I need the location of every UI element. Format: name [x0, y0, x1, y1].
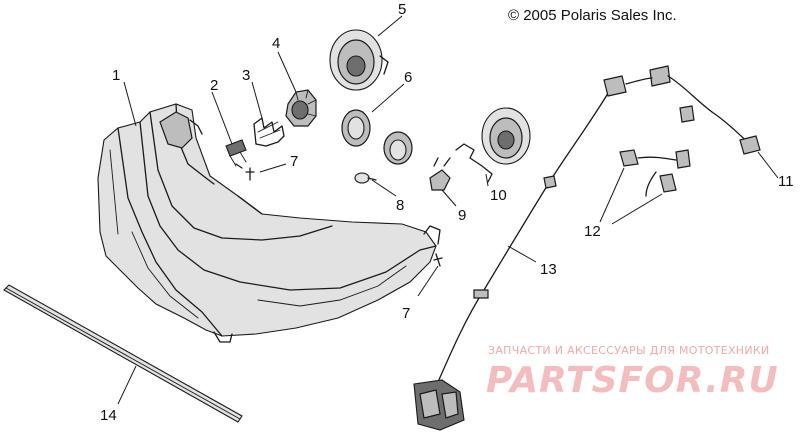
callout-7-lower: 7	[402, 305, 410, 322]
callout-5: 5	[398, 1, 406, 18]
callout-11: 11	[778, 173, 794, 190]
leader-lines	[117, 15, 779, 405]
part-6-retaining-ring-2	[383, 131, 413, 165]
part-9-bulb-socket	[429, 157, 451, 191]
part-7-screw-2	[433, 253, 443, 267]
callout-1: 1	[112, 67, 120, 84]
part-8-bulb	[354, 172, 377, 184]
part-3-spring	[253, 117, 285, 147]
part-1-headlight-housing	[97, 103, 441, 343]
callout-12: 12	[584, 223, 601, 240]
callout-9: 9	[458, 207, 466, 224]
callout-3: 3	[242, 67, 250, 84]
part-2-adjuster-screw	[225, 139, 247, 167]
callout-4: 4	[272, 35, 280, 52]
part-12-socket-pigtail-2	[645, 171, 677, 197]
part-11-connector	[603, 65, 761, 155]
callout-7: 7	[290, 153, 298, 170]
part-10-clip	[455, 143, 493, 183]
watermark-logo: PARTSFOR.RU	[486, 360, 779, 401]
part-13-wiring-harness	[437, 89, 611, 383]
part-5-lamp-reflector-2	[481, 107, 531, 165]
watermark-tagline: ЗАПЧАСТИ И АКСЕССУАРЫ ДЛЯ МОТОТЕХНИКИ	[488, 344, 770, 357]
callout-14: 14	[100, 407, 117, 424]
part-6-retaining-ring	[341, 109, 371, 147]
part-5-lamp-reflector	[329, 29, 389, 91]
callout-10: 10	[490, 187, 507, 204]
part-14-seal-strip	[3, 284, 243, 423]
part-7-screw	[235, 163, 255, 181]
callout-2: 2	[210, 77, 218, 94]
part-4-adjuster-knob	[285, 89, 317, 127]
part-12-socket-pigtail	[619, 149, 691, 169]
callout-8: 8	[396, 197, 404, 214]
part-13-connector-block	[413, 379, 465, 431]
callout-6: 6	[404, 69, 412, 86]
callout-13: 13	[540, 261, 557, 278]
copyright-text: © 2005 Polaris Sales Inc.	[508, 7, 677, 24]
